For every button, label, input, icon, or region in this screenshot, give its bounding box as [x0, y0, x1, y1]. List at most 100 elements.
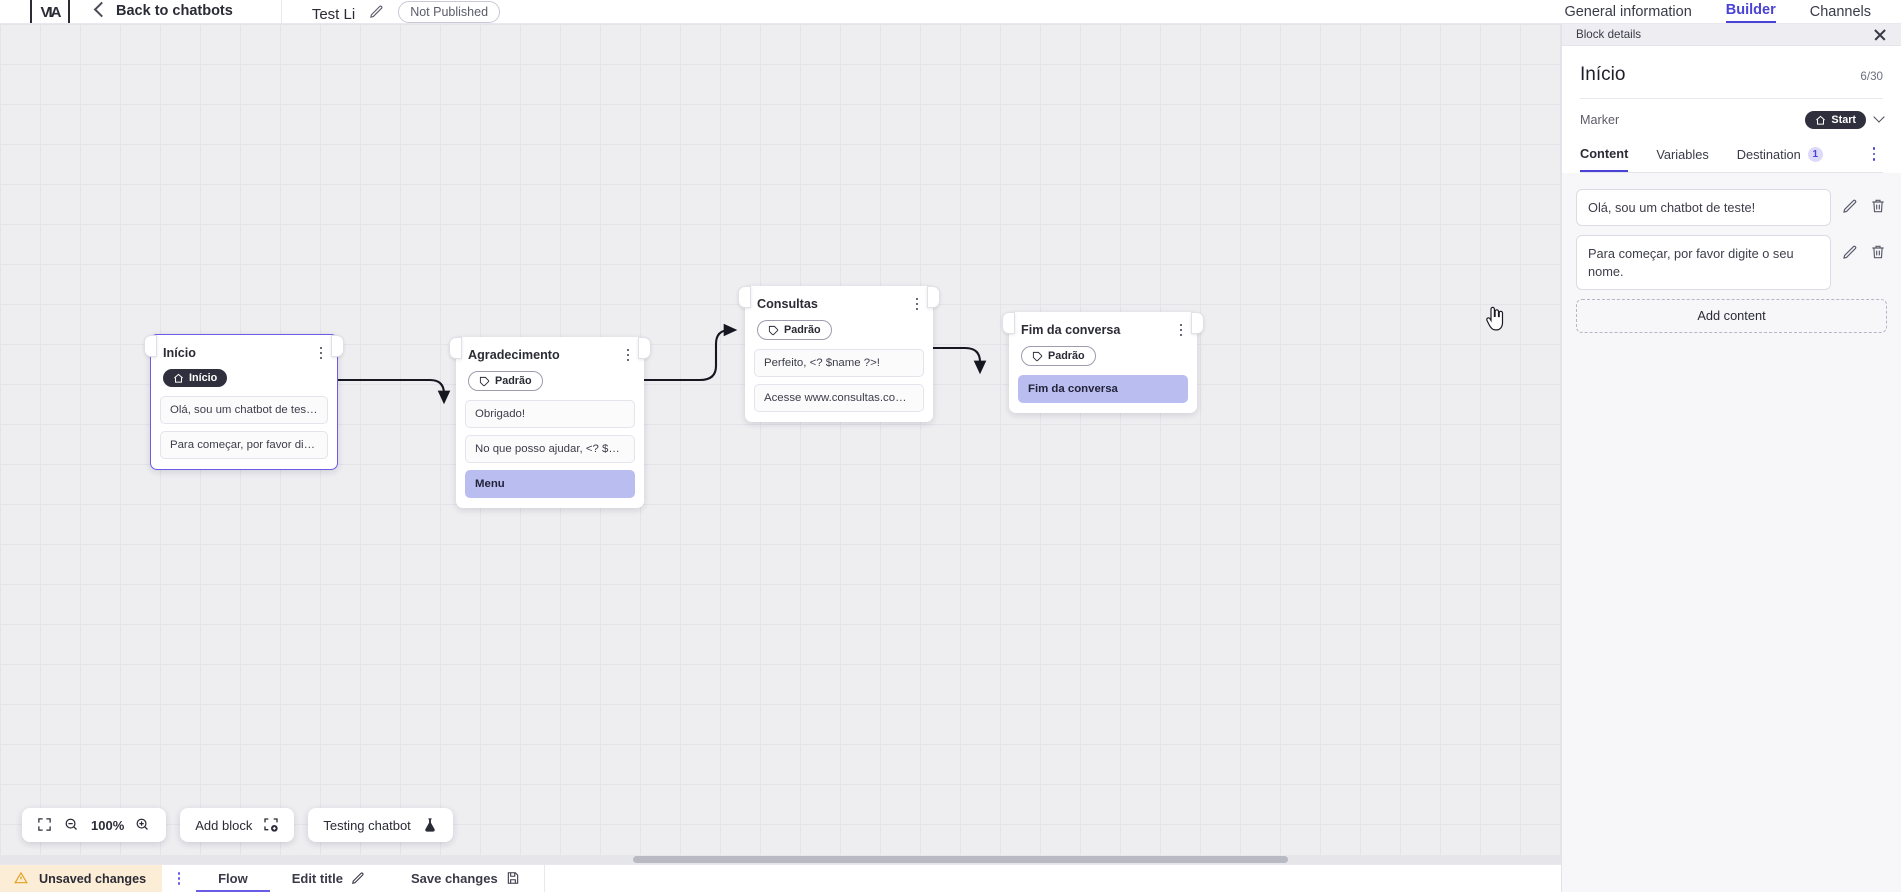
bottom-status-bar: Unsaved changes Flow Edit title Save cha… [0, 864, 1561, 892]
pencil-icon[interactable] [369, 4, 384, 23]
node-port-right[interactable] [1191, 312, 1204, 334]
node-message[interactable]: Para começar, por favor digite o ... [160, 431, 328, 459]
node-port-left[interactable] [738, 286, 751, 308]
node-port-right[interactable] [638, 337, 651, 359]
canvas-horizontal-scrollbar[interactable] [0, 855, 1561, 864]
brand-logo[interactable]: VIA [30, 0, 70, 23]
save-changes-label: Save changes [410, 871, 498, 886]
chevron-left-icon [93, 1, 110, 17]
trash-icon[interactable] [1869, 197, 1887, 215]
node-title: Consultas [757, 297, 818, 311]
panel-bar-title: Block details [1576, 28, 1642, 41]
node-port-right[interactable] [927, 286, 940, 308]
panel-tab-destination-label: Destination [1736, 147, 1801, 162]
bottom-bar-divider [543, 865, 545, 892]
panel-title-bar: Block details [1562, 24, 1901, 46]
edit-title-button[interactable]: Edit title [270, 865, 389, 892]
add-block-icon [263, 817, 279, 833]
node-message[interactable]: No que posso ajudar, <? $name ... [465, 435, 635, 463]
marker-select[interactable]: Start [1805, 111, 1885, 129]
flask-icon [422, 817, 438, 833]
marker-row: Marker Start [1580, 99, 1885, 143]
brand-logo-glyph: VIA [40, 3, 61, 21]
panel-tabs-menu-icon[interactable] [1865, 143, 1883, 165]
node-menu-icon[interactable] [910, 296, 924, 312]
flow-canvas[interactable]: Início Início Olá, sou um chatbot de tes… [0, 24, 1561, 864]
back-to-chatbots-link[interactable]: Back to chatbots [93, 0, 233, 23]
content-item: Olá, sou um chatbot de teste! [1576, 189, 1887, 227]
edit-title-label: Edit title [291, 871, 343, 886]
node-chip-default: Padrão [1021, 346, 1096, 366]
flow-node-consultas[interactable]: Consultas Padrão Perfeito, <? $name ?>! … [738, 286, 940, 422]
fit-screen-icon[interactable] [37, 817, 53, 833]
node-chip-start: Início [163, 369, 228, 387]
node-title: Fim da conversa [1021, 323, 1121, 337]
panel-tabs: Content Variables Destination 1 [1580, 143, 1883, 173]
node-header: Início Início [151, 335, 337, 396]
node-menu-icon[interactable] [314, 345, 328, 361]
trash-icon[interactable] [1869, 243, 1887, 261]
zoom-in-icon[interactable] [135, 817, 151, 833]
node-chip-label: Início [189, 372, 218, 384]
mouse-cursor [1484, 306, 1506, 337]
tab-builder[interactable]: Builder [1725, 2, 1776, 23]
tab-general-information[interactable]: General information [1564, 4, 1692, 20]
node-port-left[interactable] [144, 335, 157, 357]
node-header: Consultas Padrão [745, 286, 933, 349]
bot-title-group: Test Li Not Published [312, 0, 501, 23]
marker-value: Start [1831, 114, 1856, 126]
node-port-left[interactable] [449, 337, 462, 359]
zoom-out-icon[interactable] [64, 817, 80, 833]
node-chip-label: Padrão [495, 375, 532, 387]
marker-label: Marker [1580, 113, 1620, 127]
close-icon[interactable] [1873, 28, 1887, 42]
tab-channels[interactable]: Channels [1809, 4, 1871, 20]
add-content-button[interactable]: Add content [1576, 298, 1887, 333]
panel-top-section: Início 6/30 Marker Start Content [1562, 46, 1901, 173]
header-tabs: General information Builder Channels [1564, 0, 1871, 23]
content-text[interactable]: Para começar, por favor digite o seu nom… [1576, 235, 1831, 290]
unsaved-changes-indicator: Unsaved changes [0, 865, 163, 892]
destination-count-badge: 1 [1807, 147, 1823, 162]
testing-chatbot-button[interactable]: Testing chatbot [308, 808, 453, 842]
node-menu-icon[interactable] [621, 347, 635, 363]
back-to-chatbots-label: Back to chatbots [116, 3, 233, 19]
node-message-highlight[interactable]: Fim da conversa [1018, 375, 1188, 403]
node-port-right[interactable] [331, 335, 344, 357]
pencil-icon[interactable] [1841, 243, 1859, 261]
header-divider [280, 0, 282, 23]
panel-tab-variables-label: Variables [1656, 147, 1709, 162]
panel-tab-variables[interactable]: Variables [1656, 144, 1708, 171]
node-message[interactable]: Obrigado! [465, 400, 635, 428]
node-messages: Perfeito, <? $name ?>! Acesse www.consul… [745, 349, 933, 422]
zoom-controls[interactable]: 100% [22, 808, 167, 842]
scrollbar-thumb[interactable] [633, 856, 1288, 863]
unsaved-changes-label: Unsaved changes [39, 871, 147, 886]
testing-chatbot-label: Testing chatbot [323, 817, 411, 833]
content-item: Para começar, por favor digite o seu nom… [1576, 235, 1887, 290]
node-message[interactable]: Olá, sou um chatbot de teste! [160, 396, 328, 424]
flow-node-fim-da-conversa[interactable]: Fim da conversa Padrão Fim da conversa [1002, 312, 1204, 413]
content-text[interactable]: Olá, sou um chatbot de teste! [1576, 189, 1831, 227]
pencil-icon[interactable] [1841, 197, 1859, 215]
char-count: 6/30 [1860, 70, 1883, 83]
node-message[interactable]: Acesse www.consultas.com par... [754, 384, 924, 412]
node-message-highlight[interactable]: Menu [465, 470, 635, 498]
panel-tab-content-label: Content [1580, 146, 1629, 161]
panel-tab-destination[interactable]: Destination 1 [1737, 144, 1823, 171]
flow-node-agradecimento[interactable]: Agradecimento Padrão Obrigado! No que po… [449, 337, 651, 508]
save-changes-button[interactable]: Save changes [389, 865, 544, 892]
bottom-kebab-menu-icon[interactable] [162, 865, 196, 892]
block-title: Início [1580, 64, 1626, 85]
node-messages: Olá, sou um chatbot de teste! Para começ… [151, 396, 337, 469]
panel-tab-content[interactable]: Content [1580, 143, 1629, 172]
node-chip-default: Padrão [757, 320, 832, 340]
node-messages: Fim da conversa [1009, 375, 1197, 413]
node-menu-icon[interactable] [1174, 322, 1188, 338]
bottom-tab-flow[interactable]: Flow [196, 865, 270, 892]
node-message[interactable]: Perfeito, <? $name ?>! [754, 349, 924, 377]
flow-node-inicio[interactable]: Início Início Olá, sou um chatbot de tes… [144, 334, 344, 470]
node-port-left[interactable] [1002, 312, 1015, 334]
node-title: Agradecimento [468, 348, 560, 362]
add-block-button[interactable]: Add block [180, 808, 295, 842]
